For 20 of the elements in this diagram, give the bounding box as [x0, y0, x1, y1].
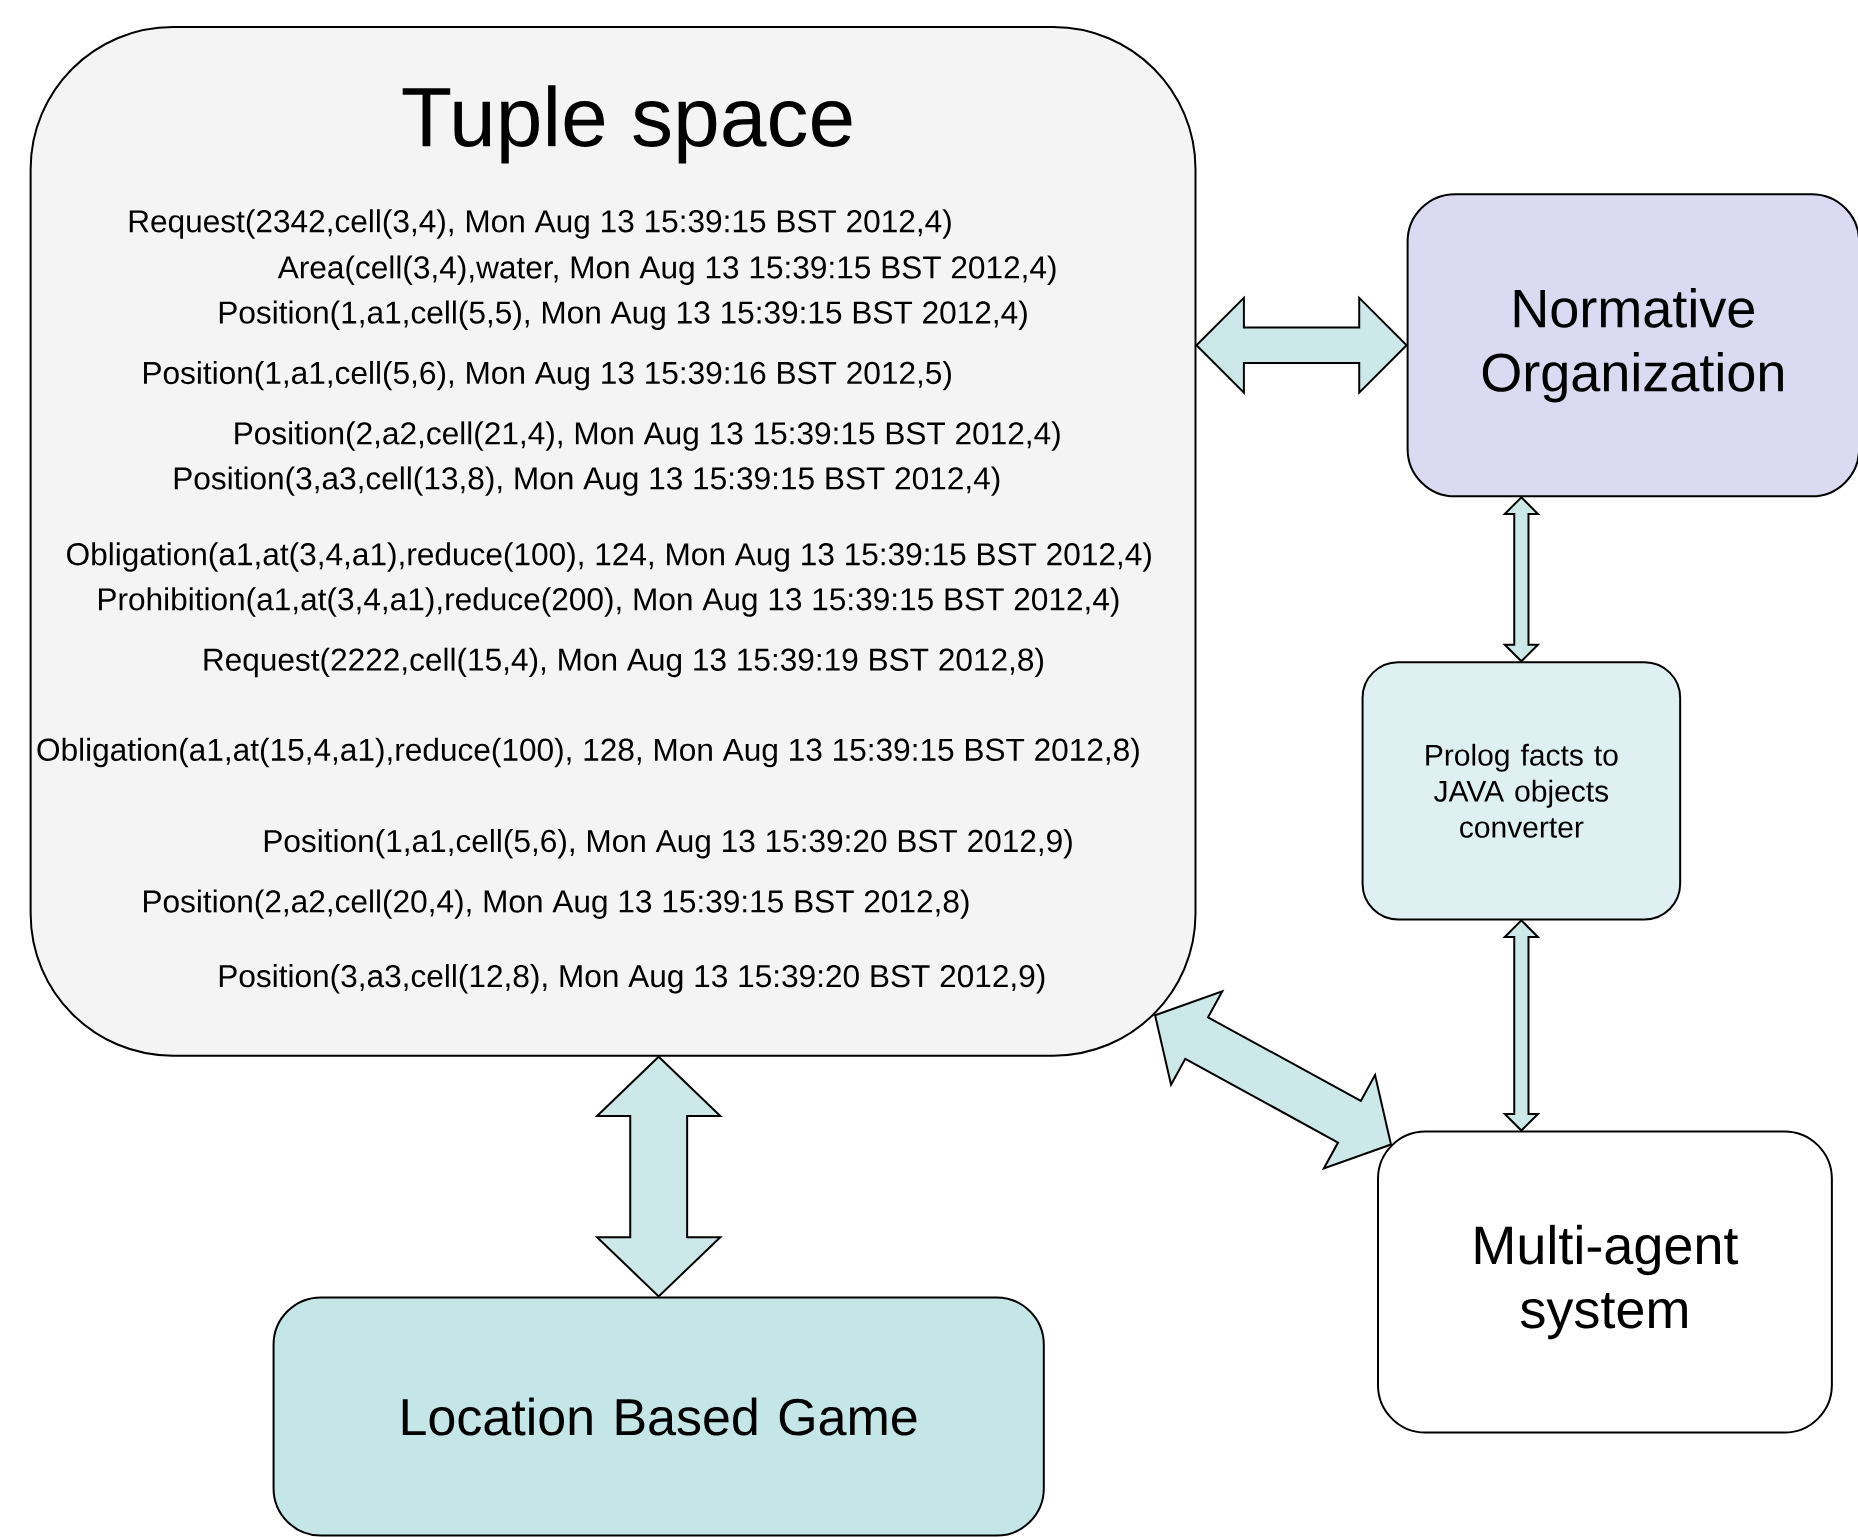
- tuple-entry: Position(2,a2,cell(21,4), Mon Aug 13 15:39:15 BST 2012,4): [235, 421, 1060, 451]
- process-box: Prolog facts to JAVA objects converter: [1361, 661, 1682, 921]
- tuple-entry: Area(cell(3,4),water, Mon Aug 13 15:39:15 BST 2012,4): [277, 255, 1056, 285]
- double-arrow: [594, 1055, 723, 1298]
- tuple-entry: Position(2,a2,cell(20,4), Mon Aug 13 15:39:15 BST 2012,8): [144, 889, 969, 919]
- tuple-entry: Position(1,a1,cell(5,6), Mon Aug 13 15:39:20 BST 2012,9): [264, 829, 1072, 859]
- double-arrow: [1195, 295, 1409, 396]
- process-box: Normative Organization: [1406, 193, 1858, 498]
- tuple-entry: Request(2342,cell(3,4), Mon Aug 13 15:39:15 BST 2012,4): [129, 209, 951, 239]
- tuple-entry: Obligation(a1,at(3,4,a1),reduce(100), 124, Mon Aug 13 15:39:15 BST 2012,4): [67, 542, 1151, 572]
- tuple-entry: Obligation(a1,at(15,4,a1),reduce(100), 128, Mon Aug 13 15:39:15 BST 2012,8): [37, 737, 1139, 768]
- tuple-entry: Prohibition(a1,at(3,4,a1),reduce(200), Mon Aug 13 15:39:15 BST 2012,4): [99, 587, 1119, 617]
- tuple-entry: Request(2222,cell(15,4), Mon Aug 13 15:39:19 BST 2012,8): [204, 647, 1043, 678]
- tuple-entry: Position(3,a3,cell(12,8), Mon Aug 13 15:39:20 BST 2012,9): [219, 964, 1045, 994]
- tuple-entry: Position(1,a1,cell(5,6), Mon Aug 13 15:39:16 BST 2012,5): [144, 360, 951, 391]
- process-box: Multi-agent system: [1377, 1130, 1833, 1434]
- tuple-entry: Position(1,a1,cell(5,5), Mon Aug 13 15:39:15 BST 2012,4): [219, 300, 1027, 330]
- title: Tuple space: [402, 85, 852, 164]
- process-box: Location Based Game: [272, 1296, 1045, 1537]
- tuple-entry: Position(3,a3,cell(13,8), Mon Aug 13 15:39:15 BST 2012,4): [174, 466, 1000, 496]
